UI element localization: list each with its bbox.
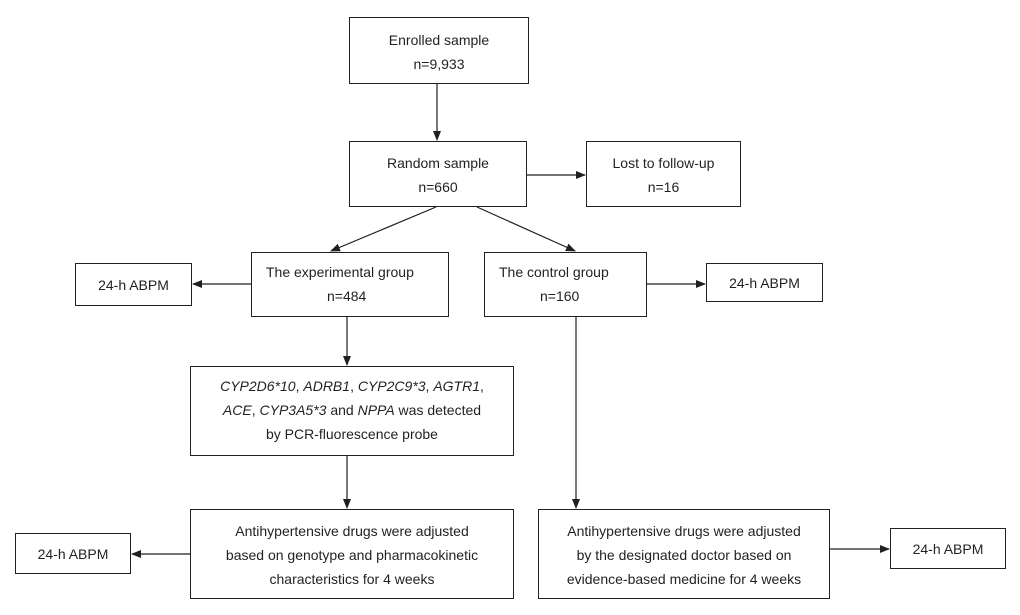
abpm-label: 24-h ABPM <box>729 275 800 291</box>
abpm-box-experimental-final: 24-h ABPM <box>15 533 131 574</box>
gene-cyp2d6: CYP2D6*10 <box>220 378 296 394</box>
arrow-random-to-control <box>476 206 576 252</box>
experimental-group-box: The experimental group n=484 <box>251 252 449 317</box>
adjust-experimental-line-2: based on genotype and pharmacokinetic <box>225 547 479 563</box>
abpm-label: 24-h ABPM <box>37 546 109 562</box>
abpm-box-experimental: 24-h ABPM <box>75 263 192 306</box>
gene-detection-box: CYP2D6*10, ADRB1, CYP2C9*3, AGTR1, ACE, … <box>190 366 514 456</box>
adjust-control-line-1: Antihypertensive drugs were adjusted <box>567 523 801 539</box>
adjust-experimental-line-3: characteristics for 4 weeks <box>269 571 435 587</box>
control-group-box: The control group n=160 <box>484 252 647 317</box>
abpm-label: 24-h ABPM <box>98 277 169 293</box>
gene-cyp2c9: CYP2C9*3 <box>357 378 426 394</box>
abpm-box-control-final: 24-h ABPM <box>890 528 1006 569</box>
lost-to-follow-up-box: Lost to follow-up n=16 <box>586 141 741 207</box>
adjust-experimental-box: Antihypertensive drugs were adjusted bas… <box>190 509 514 599</box>
gene-agtr1: AGTR1 <box>433 378 481 394</box>
gene-cyp3a5: CYP3A5*3 <box>259 402 327 418</box>
control-group-count: n=160 <box>540 288 580 304</box>
arrow-random-to-experimental <box>330 206 437 252</box>
random-sample-box: Random sample n=660 <box>349 141 527 207</box>
control-group-title: The control group <box>499 264 609 280</box>
random-sample-count: n=660 <box>418 179 458 195</box>
adjust-control-line-3: evidence-based medicine for 4 weeks <box>566 571 802 587</box>
abpm-box-control: 24-h ABPM <box>706 263 823 302</box>
gene-list-line-2: ACE, CYP3A5*3 and NPPA was detected <box>222 402 482 418</box>
lost-to-follow-up-title: Lost to follow-up <box>612 155 715 171</box>
lost-to-follow-up-count: n=16 <box>647 179 680 195</box>
gene-nppa: NPPA <box>357 402 395 418</box>
abpm-label: 24-h ABPM <box>912 541 984 557</box>
gene-list-line-1: CYP2D6*10, ADRB1, CYP2C9*3, AGTR1, <box>220 378 484 394</box>
gene-ace: ACE <box>222 402 252 418</box>
gene-detection-method: by PCR-fluorescence probe <box>266 426 438 442</box>
enrolled-sample-title: Enrolled sample <box>388 32 490 48</box>
adjust-experimental-line-1: Antihypertensive drugs were adjusted <box>235 523 469 539</box>
enrolled-sample-box: Enrolled sample n=9,933 <box>349 17 529 84</box>
gene-adrb1: ADRB1 <box>303 378 351 394</box>
experimental-group-count: n=484 <box>327 288 367 304</box>
enrolled-sample-count: n=9,933 <box>413 56 465 72</box>
adjust-control-box: Antihypertensive drugs were adjusted by … <box>538 509 830 599</box>
adjust-control-line-2: by the designated doctor based on <box>576 547 792 563</box>
experimental-group-title: The experimental group <box>266 264 414 280</box>
random-sample-title: Random sample <box>387 155 489 171</box>
